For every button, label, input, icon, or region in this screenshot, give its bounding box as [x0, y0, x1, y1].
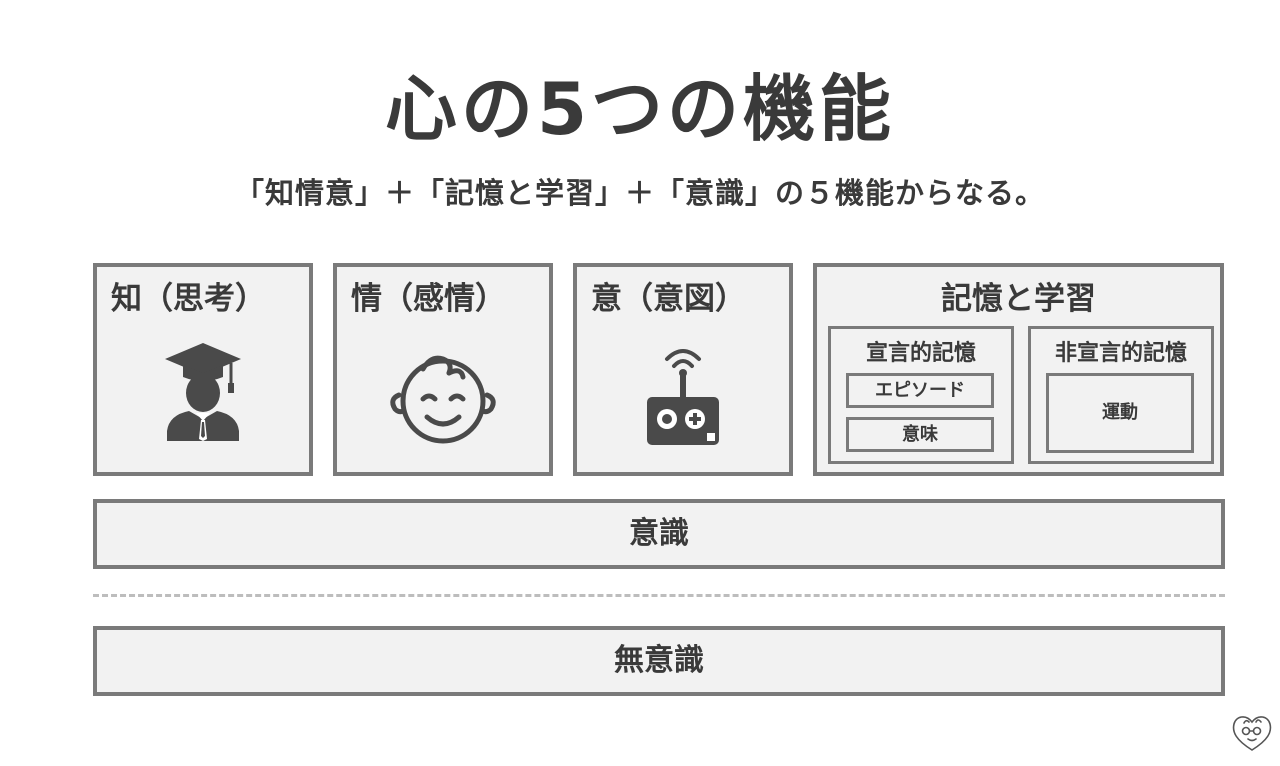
declarative-memory-box: 宣言的記憶 エピソード 意味: [828, 326, 1014, 464]
motor-chip: 運動: [1046, 373, 1194, 453]
unconscious-label: 無意識: [614, 643, 704, 678]
graduate-icon: [163, 341, 243, 441]
semantic-chip: 意味: [846, 417, 994, 452]
emotion-box: 情（感情）: [333, 263, 553, 476]
page-subtitle: 「知情意」＋「記憶と学習」＋「意識」の５機能からなる。: [234, 176, 1045, 210]
episode-chip: エピソード: [846, 373, 994, 408]
conscious-label: 意識: [629, 516, 689, 551]
baby-face-icon: [387, 347, 499, 451]
memory-label: 記憶と学習: [941, 281, 1096, 317]
nondeclarative-memory-box: 非宣言的記憶 運動: [1028, 326, 1214, 464]
divider-dashed: [93, 594, 1225, 597]
conscious-band: 意識: [93, 499, 1225, 569]
nondeclarative-memory-label: 非宣言的記憶: [1054, 341, 1187, 366]
unconscious-band: 無意識: [93, 626, 1225, 696]
memory-box: 記憶と学習 宣言的記憶 エピソード 意味 非宣言的記憶 運動: [813, 263, 1224, 476]
page-title: 心の5つの機能: [384, 67, 896, 151]
intellect-box: 知（思考）: [93, 263, 313, 476]
emotion-label: 情（感情）: [351, 281, 506, 317]
declarative-memory-label: 宣言的記憶: [865, 341, 976, 366]
remote-controller-icon: [645, 341, 721, 447]
intellect-label: 知（思考）: [111, 281, 266, 317]
volition-box: 意（意図）: [573, 263, 793, 476]
volition-label: 意（意図）: [591, 281, 746, 317]
heart-face-logo: [1230, 710, 1274, 754]
